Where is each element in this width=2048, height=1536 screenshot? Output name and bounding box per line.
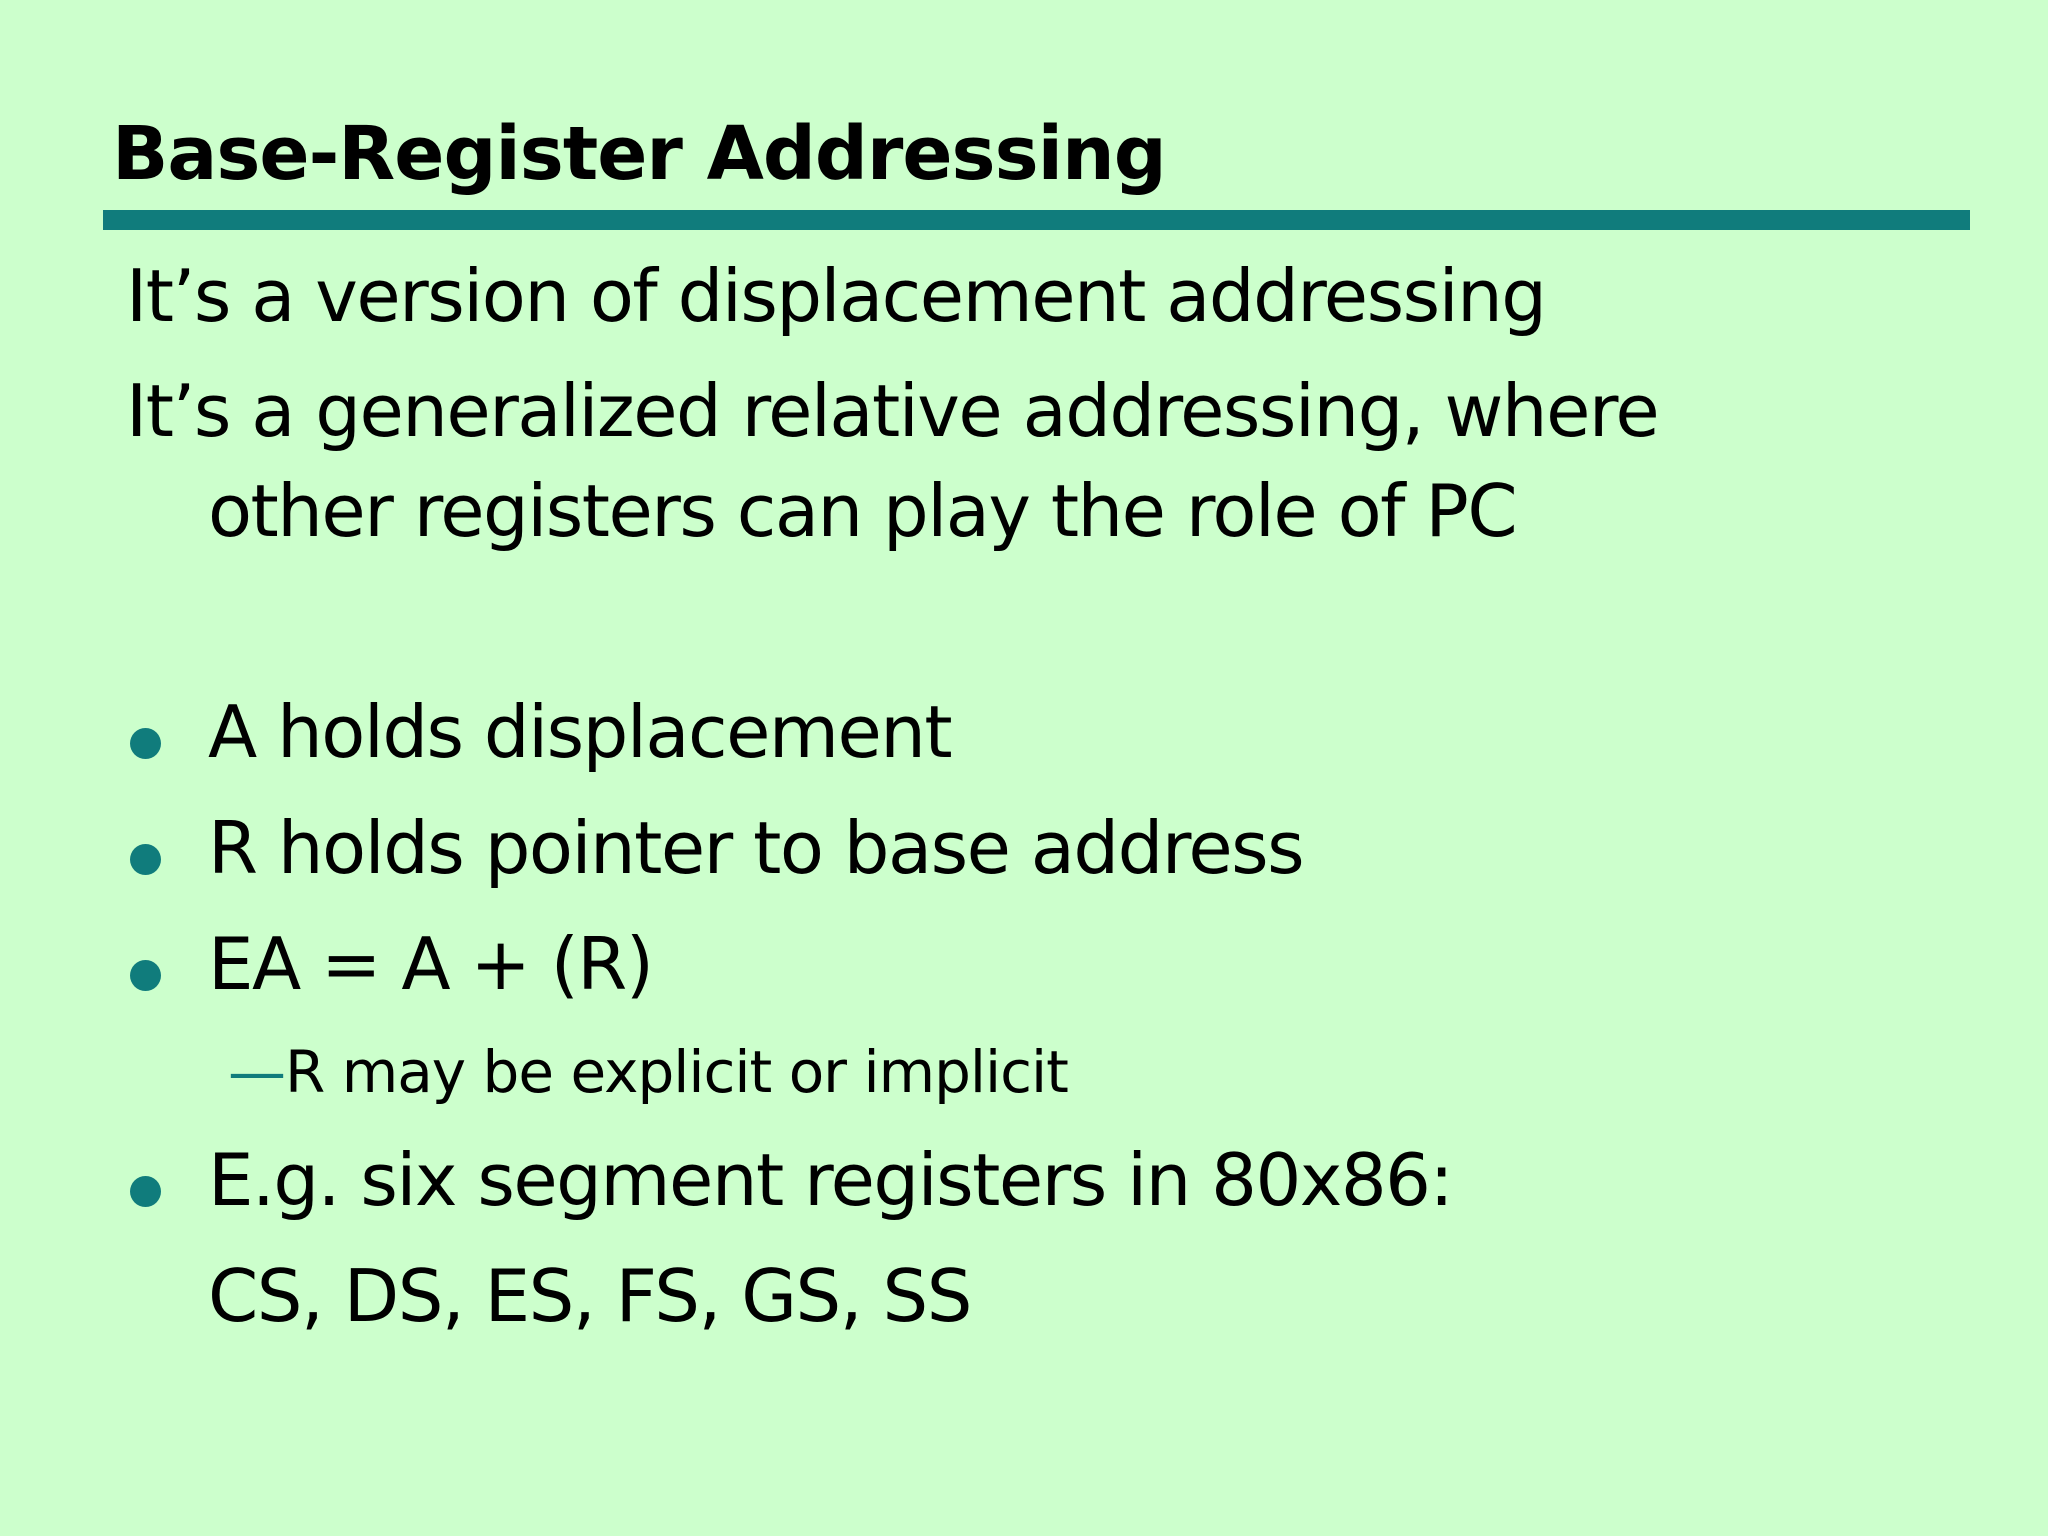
dash-bullet-icon: — bbox=[228, 1038, 286, 1106]
bullet-dot-icon bbox=[130, 960, 161, 991]
intro-paragraph-1: It’s a version of displacement addressin… bbox=[0, 246, 2048, 346]
intro-line: It’s a generalized relative addressing, … bbox=[126, 369, 1660, 453]
intro-line-wrapped: other registers can play the role of PC bbox=[208, 469, 1518, 553]
sub-list-item: — R may be explicit or implicit bbox=[0, 1030, 2048, 1114]
intro-paragraph-2: It’s a generalized relative addressing, … bbox=[0, 361, 2048, 561]
bullet-dot-icon bbox=[130, 1176, 161, 1207]
list-item-continuation: CS, DS, ES, FS, GS, SS bbox=[0, 1246, 2048, 1346]
bullet-dot-icon bbox=[130, 844, 161, 875]
list-item: EA = A + (R) bbox=[0, 914, 2048, 1014]
sub-bullet-text: R may be explicit or implicit bbox=[285, 1038, 1069, 1106]
bullet-list: A holds displacement R holds pointer to … bbox=[0, 682, 2048, 1346]
bullet-text: E.g. six segment registers in 80x86: bbox=[208, 1138, 1454, 1222]
list-item: R holds pointer to base address bbox=[0, 798, 2048, 898]
bullet-text: A holds displacement bbox=[208, 690, 953, 774]
list-item: A holds displacement bbox=[0, 682, 2048, 782]
bullet-continuation-text: CS, DS, ES, FS, GS, SS bbox=[208, 1254, 972, 1338]
bullet-text: EA = A + (R) bbox=[208, 922, 654, 1006]
slide-title: Base-Register Addressing bbox=[112, 111, 1167, 197]
bullet-dot-icon bbox=[130, 728, 161, 759]
intro-line: It’s a version of displacement addressin… bbox=[126, 254, 1547, 338]
list-item: E.g. six segment registers in 80x86: bbox=[0, 1130, 2048, 1230]
title-underline bbox=[103, 210, 1970, 230]
bullet-text: R holds pointer to base address bbox=[208, 806, 1305, 890]
